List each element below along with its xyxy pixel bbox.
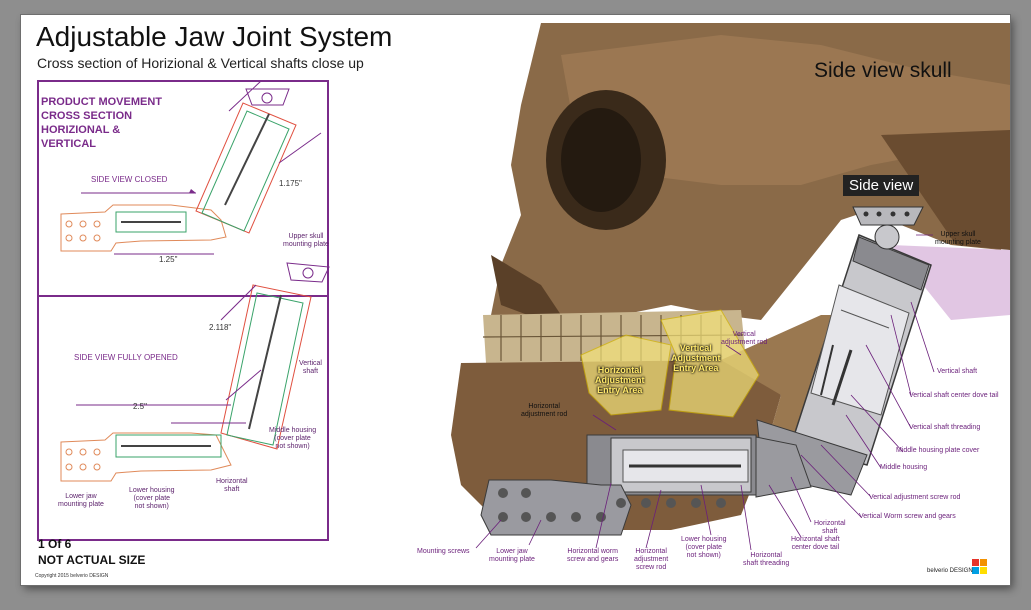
side-view-badge: Side view: [843, 175, 920, 196]
dimension-label: 1.175": [279, 179, 302, 188]
horizontal-entry-area: [580, 334, 672, 416]
vertical-housing: [756, 233, 932, 496]
side-view-closed-label: SIDE VIEW CLOSED: [91, 175, 168, 184]
mounting-screws-callout: Mounting screws: [417, 548, 470, 555]
vertical-shaft-callout: Vertical shaft: [937, 368, 978, 375]
lower-plate-label: Lower jaw mounting plate: [58, 493, 104, 508]
vertical-screw-rod-callout: Vertical adjustment screw rod: [869, 494, 961, 501]
heading-line: VERTICAL: [41, 138, 96, 150]
lower-plate-callout: Lower jaw mounting plate: [489, 548, 535, 563]
dimension-label: 2.5": [133, 402, 147, 411]
horizontal-worm-callout: Horizontal worm screw and gears: [567, 548, 619, 563]
vertical-rod-callout: Vertical adjustment rod: [721, 331, 768, 346]
middle-housing-callout: Middle housing: [880, 464, 928, 471]
horizontal-shaft-label: Horizontal shaft: [216, 478, 248, 493]
side-view-skull-title: Side view skull: [814, 59, 952, 82]
diagram-drawing: [39, 23, 1010, 574]
horizontal-housing: [586, 434, 812, 498]
heading-line: CROSS SECTION: [41, 110, 133, 122]
vertical-entry-label: Vertical Adjustment Entry Area: [671, 343, 721, 373]
horizontal-screw-rod-callout: Horizontal adjustment screw rod: [634, 548, 669, 571]
diagram-sheet: Adjustable Jaw Joint System Cross sectio…: [21, 15, 1010, 585]
brand-name: belverio DESIGN: [927, 568, 973, 574]
lower-housing-label: Lower housing (cover plate not shown): [129, 487, 175, 510]
dimension-label: 2.118": [209, 323, 232, 332]
heading-line: HORIZIONAL &: [41, 124, 121, 136]
copyright: Copyright 2015 belverio DESIGN: [35, 573, 109, 579]
lower-jaw-plate: [480, 479, 726, 536]
horizontal-rod-callout: Horizontal adjustment rod: [521, 403, 568, 418]
brand-logo: [972, 559, 987, 574]
page-title: Adjustable Jaw Joint System: [36, 21, 393, 52]
closed-view-drawing: [60, 80, 322, 255]
upper-skull-plate: [852, 206, 924, 250]
horizontal-shaft-callout: Horizontal shaft: [814, 520, 846, 535]
dimension-label: 1.25": [159, 255, 178, 264]
horizontal-entry-label: Horizontal Adjustment Entry Area: [595, 365, 645, 395]
callout-lines: [475, 234, 935, 551]
lower-housing-callout: Lower housing (cover plate not shown): [681, 536, 727, 559]
upper-plate-label: Upper skull mounting plate: [283, 233, 329, 248]
vertical-shaft-label: Vertical shaft: [299, 360, 322, 375]
heading-line: PRODUCT MOVEMENT: [41, 96, 162, 108]
scale-note: NOT ACTUAL SIZE: [38, 553, 146, 567]
horizontal-dove-callout: Horizontal shaft center dove tail: [791, 536, 840, 551]
page-number: 1 Of 6: [38, 537, 72, 551]
side-view-opened-label: SIDE VIEW FULLY OPENED: [74, 353, 178, 362]
dove-tail-callout: Vertical shaft center dove tail: [909, 392, 999, 399]
middle-housing-cover-callout: Middle housing plate cover: [896, 447, 980, 454]
vertical-worm-callout: Vertical Worm screw and gears: [859, 513, 956, 520]
horizontal-threading-callout: Horizontal shaft threading: [743, 552, 790, 567]
vertical-entry-area: [660, 309, 760, 418]
cross-section-panel: [37, 80, 329, 541]
upper-plate-callout: Upper skull mounting plate: [935, 231, 981, 246]
product-movement-heading: PRODUCT MOVEMENT CROSS SECTION HORIZIONA…: [41, 95, 162, 151]
middle-housing-label: Middle housing (cover plate not shown): [269, 427, 317, 450]
page-subtitle: Cross section of Horizional & Vertical s…: [37, 55, 364, 71]
opened-view-drawing: [60, 262, 330, 482]
vertical-threading-callout: Vertical shaft threading: [909, 424, 981, 431]
